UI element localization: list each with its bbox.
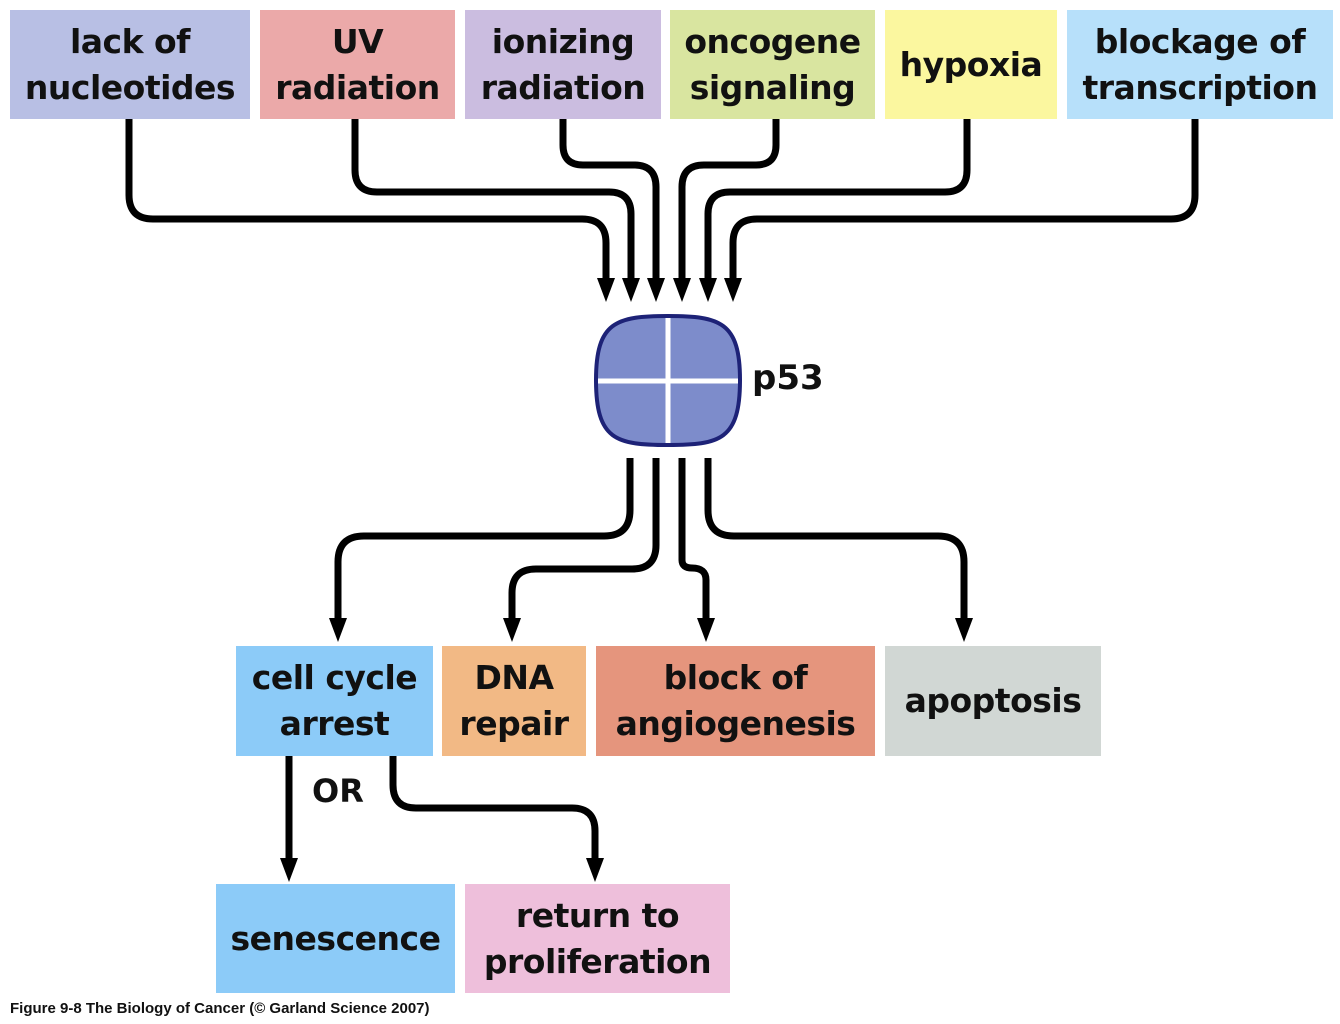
arrow-p53-to-dna-repair	[508, 458, 660, 620]
arrow-transcription-to-p53-head	[724, 278, 742, 302]
output-dna-repair: DNA repair	[442, 646, 586, 756]
arrow-uv-to-p53-head	[622, 278, 640, 302]
arrow-p53-to-dna-repair-head	[503, 618, 521, 642]
arrow-oncogene-to-p53	[678, 119, 780, 280]
fate-label: senescence	[230, 918, 441, 958]
input-ionizing-radiation: ionizing radiation	[465, 10, 661, 119]
arrow-arrest-to-proliferation-head	[586, 858, 604, 882]
output-label: apoptosis	[904, 681, 1082, 720]
input-lack-of-nucleotides: lack of nucleotides	[10, 10, 250, 119]
output-label: cell cycle arrest	[251, 658, 418, 743]
arrow-oncogene-to-p53-head	[673, 278, 691, 302]
output-label: block of angiogenesis	[615, 658, 856, 743]
input-label: ionizing radiation	[480, 21, 646, 107]
p53-label: p53	[752, 358, 824, 398]
output-label: DNA repair	[459, 658, 569, 743]
input-label: UV radiation	[275, 21, 440, 107]
input-label: oncogene signaling	[684, 21, 861, 107]
arrow-uv-to-p53	[351, 119, 635, 280]
arrow-ionizing-to-p53	[559, 119, 660, 280]
output-apoptosis: apoptosis	[885, 646, 1101, 756]
input-label: hypoxia	[899, 44, 1043, 84]
arrow-p53-to-angiogenesis	[678, 458, 710, 620]
arrow-arrest-to-senescence-head	[280, 858, 298, 882]
or-label: OR	[312, 772, 364, 810]
arrow-nucleotides-to-p53-head	[597, 278, 615, 302]
input-uv-radiation: UV radiation	[260, 10, 455, 119]
arrow-hypoxia-to-p53	[704, 119, 971, 280]
arrow-arrest-to-proliferation	[389, 756, 599, 860]
input-blockage-of-transcription: blockage of transcription	[1067, 10, 1333, 119]
output-cell-cycle-arrest: cell cycle arrest	[236, 646, 433, 756]
arrow-ionizing-to-p53-head	[647, 278, 665, 302]
p53-protein-icon	[593, 313, 743, 448]
arrow-hypoxia-to-p53-head	[699, 278, 717, 302]
figure-caption: Figure 9-8 The Biology of Cancer (© Garl…	[10, 1000, 430, 1017]
input-oncogene-signaling: oncogene signaling	[670, 10, 875, 119]
input-label: lack of nucleotides	[24, 21, 236, 107]
fate-senescence: senescence	[216, 884, 455, 993]
arrow-transcription-to-p53	[729, 119, 1199, 280]
arrow-p53-to-cell-cycle-arrest	[334, 458, 634, 620]
fate-return-to-proliferation: return to proliferation	[465, 884, 730, 993]
input-label: blockage of transcription	[1082, 21, 1318, 107]
arrow-nucleotides-to-p53	[125, 119, 610, 280]
arrow-p53-to-apoptosis	[704, 458, 968, 620]
output-block-of-angiogenesis: block of angiogenesis	[596, 646, 875, 756]
arrow-p53-to-angiogenesis-head	[697, 618, 715, 642]
arrow-p53-to-apoptosis-head	[955, 618, 973, 642]
input-hypoxia: hypoxia	[885, 10, 1057, 119]
arrow-p53-to-cell-cycle-arrest-head	[329, 618, 347, 642]
fate-label: return to proliferation	[483, 895, 712, 981]
